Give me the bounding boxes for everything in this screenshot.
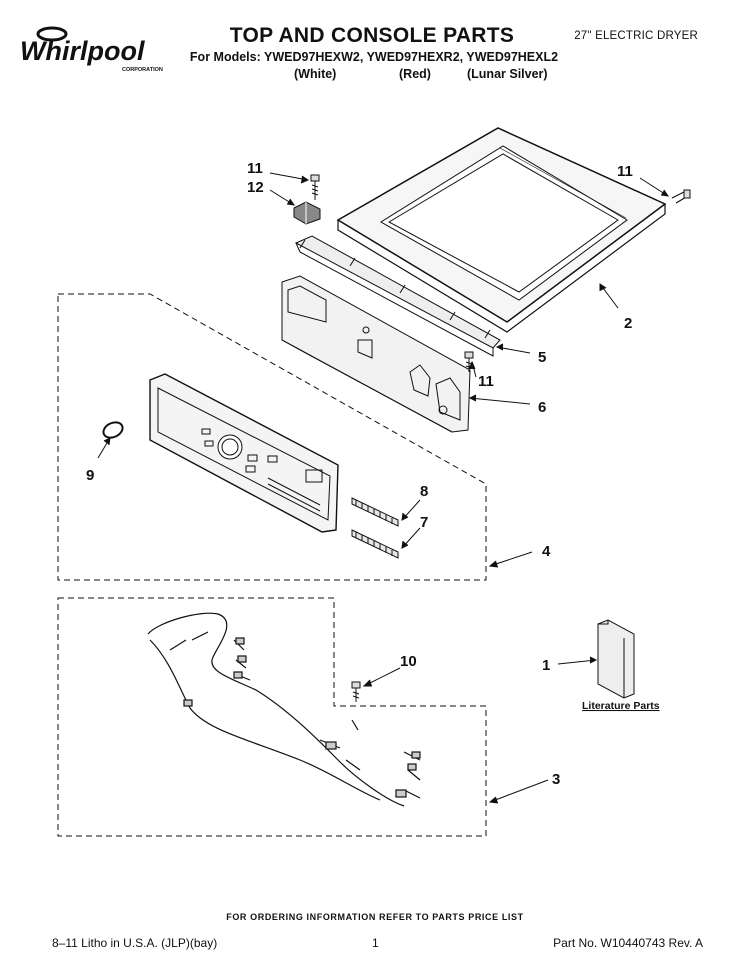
control-console: [149, 373, 339, 533]
model-list: For Models: YWED97HEXW2, YWED97HEXR2, YW…: [189, 50, 559, 64]
part-number: Part No. W10440743 Rev. A: [553, 936, 703, 950]
leader-lines: [97, 172, 670, 804]
top-panel: [336, 127, 667, 333]
ribbon-cable-7: [351, 529, 399, 559]
callout-10: 10: [400, 653, 417, 670]
ordering-note: FOR ORDERING INFORMATION REFER TO PARTS …: [226, 912, 524, 922]
screw-10: [351, 681, 361, 702]
whirlpool-logo: Whirlpool CORPORATION: [20, 26, 163, 73]
console-bracket: [294, 235, 501, 357]
clip-12: [293, 201, 321, 225]
variant-red: (Red): [399, 67, 431, 81]
callout-4: 4: [542, 543, 551, 560]
variant-lunar-silver: (Lunar Silver): [467, 67, 548, 81]
callout-7: 7: [420, 514, 428, 531]
console-assembly-box: [57, 293, 487, 581]
callout-8: 8: [420, 483, 428, 500]
callout-11-middle: 11: [478, 373, 494, 390]
brand-name: Whirlpool: [20, 36, 145, 66]
page-title: TOP AND CONSOLE PARTS: [229, 24, 515, 47]
callout-11-top: 11: [247, 160, 263, 177]
callout-5: 5: [538, 349, 546, 366]
callout-3: 3: [552, 771, 560, 788]
console-back-panel: [281, 275, 471, 433]
ribbon-cable-8: [351, 497, 399, 527]
product-type: 27" ELECTRIC DRYER: [574, 30, 698, 42]
wire-harness-box: [57, 597, 487, 837]
callout-12: 12: [247, 179, 264, 196]
literature-parts-label: Literature Parts: [582, 700, 660, 712]
callout-1: 1: [542, 657, 550, 674]
callout-9: 9: [86, 467, 94, 484]
variant-white: (White): [294, 67, 337, 81]
brand-subtitle: CORPORATION: [122, 67, 163, 73]
literature-booklet: [597, 619, 635, 699]
wire-harness: [147, 612, 421, 807]
knob-ring-9: [102, 421, 124, 439]
callout-6: 6: [538, 399, 546, 416]
page-number: 1: [372, 936, 379, 950]
litho-info: 8–11 Litho in U.S.A. (JLP)(bay): [52, 936, 218, 950]
screw-11-top: [310, 174, 320, 200]
callout-11-right: 11: [617, 163, 633, 180]
callout-2: 2: [624, 315, 632, 332]
screw-11-right: [671, 189, 691, 204]
